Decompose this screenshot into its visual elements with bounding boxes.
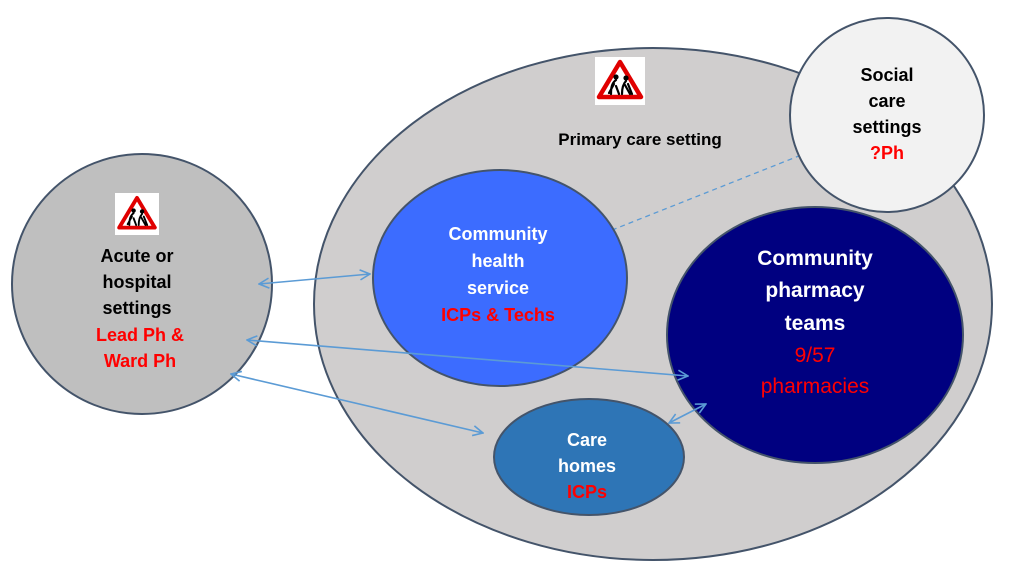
care-homes-line2: homes	[558, 456, 616, 476]
community-health-line1: Community	[449, 224, 548, 244]
acute-title-line1: Acute or	[100, 246, 173, 266]
acute-staff-line2: Ward Ph	[104, 351, 176, 371]
community-health-line3: service	[467, 278, 529, 298]
social-title-line1: Social	[860, 65, 913, 85]
acute-staff-line1: Lead Ph &	[96, 325, 184, 345]
community-pharmacy-line1: Community	[757, 247, 873, 270]
care-homes-ellipse	[493, 398, 685, 516]
community-health-staff: ICPs & Techs	[441, 305, 555, 325]
acute-to-community-health-arrow	[259, 274, 370, 284]
social-to-community-health-dashed-link	[596, 141, 835, 237]
care-homes-staff: ICPs	[567, 482, 607, 502]
community-pharmacy-line2: pharmacy	[765, 279, 865, 302]
elderly-crossing-warning-icon	[595, 57, 645, 105]
community-pharmacy-unit: pharmacies	[761, 375, 870, 398]
primary-care-label: Primary care setting	[558, 130, 721, 149]
social-staff: ?Ph	[870, 143, 904, 163]
acute-to-community-pharmacy-arrow	[247, 340, 688, 376]
community-pharmacy-line3: teams	[785, 312, 846, 335]
community-pharmacy-ellipse	[666, 206, 964, 464]
acute-to-care-homes-arrow	[231, 374, 483, 433]
community-health-ellipse	[372, 169, 628, 387]
community-pharmacy-count: 9/57	[795, 344, 836, 367]
social-title-line3: settings	[852, 117, 921, 137]
acute-title-line2: hospital	[102, 272, 171, 292]
care-homes-to-community-pharmacy-arrow	[669, 404, 706, 423]
social-title-line2: care	[868, 91, 905, 111]
elderly-crossing-warning-icon	[115, 193, 159, 235]
social-care-circle	[789, 17, 985, 213]
acute-title-line3: settings	[102, 298, 171, 318]
community-health-line2: health	[471, 251, 524, 271]
care-homes-line1: Care	[567, 430, 607, 450]
